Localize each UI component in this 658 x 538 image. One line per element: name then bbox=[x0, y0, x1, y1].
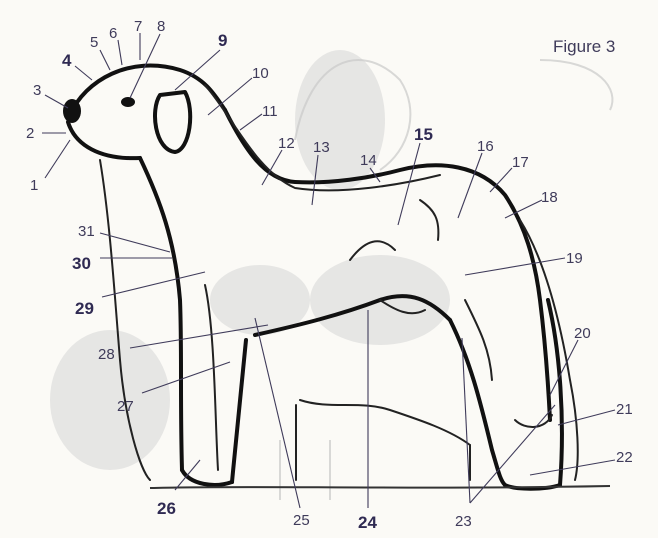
label-24: 24 bbox=[358, 513, 377, 532]
nose-shape bbox=[63, 99, 81, 123]
label-28: 28 bbox=[98, 346, 115, 363]
label-11: 11 bbox=[262, 103, 278, 120]
label-12: 12 bbox=[278, 135, 295, 152]
label-15: 15 bbox=[414, 125, 433, 144]
label-7: 7 bbox=[134, 18, 142, 35]
label-17: 17 bbox=[512, 154, 529, 171]
label-23: 23 bbox=[455, 513, 472, 530]
label-5: 5 bbox=[90, 34, 98, 51]
label-1: 1 bbox=[30, 177, 38, 194]
label-27: 27 bbox=[117, 398, 134, 415]
label-26: 26 bbox=[157, 499, 176, 518]
background-ghost-image bbox=[50, 50, 612, 500]
label-31: 31 bbox=[78, 223, 95, 240]
label-2: 2 bbox=[26, 125, 34, 142]
label-30: 30 bbox=[72, 254, 91, 273]
label-8: 8 bbox=[157, 18, 165, 35]
label-13: 13 bbox=[313, 139, 330, 156]
label-6: 6 bbox=[109, 25, 117, 42]
label-14: 14 bbox=[360, 152, 377, 169]
label-20: 20 bbox=[574, 325, 591, 342]
label-3: 3 bbox=[33, 82, 41, 99]
label-16: 16 bbox=[477, 138, 494, 155]
ground-line bbox=[150, 486, 610, 488]
label-25: 25 bbox=[293, 512, 310, 529]
figure-title: Figure 3 bbox=[553, 37, 615, 56]
label-18: 18 bbox=[541, 189, 558, 206]
label-22: 22 bbox=[616, 449, 633, 466]
label-9: 9 bbox=[218, 31, 227, 50]
eye-shape bbox=[121, 97, 135, 107]
label-21: 21 bbox=[616, 401, 633, 418]
label-19: 19 bbox=[566, 250, 583, 267]
label-10: 10 bbox=[252, 65, 269, 82]
label-4: 4 bbox=[62, 51, 72, 70]
label-29: 29 bbox=[75, 299, 94, 318]
